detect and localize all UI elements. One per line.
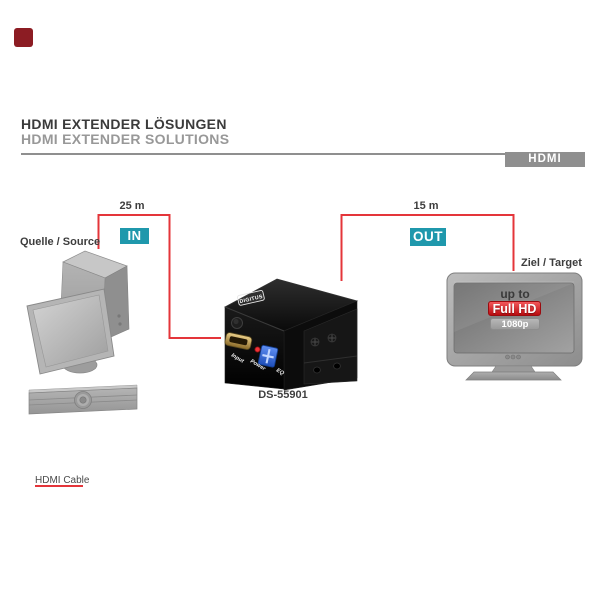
- in-badge: IN: [120, 228, 149, 244]
- legend-cable-label: HDMI Cable: [35, 475, 90, 486]
- hdmi-cable-in-line: [97, 214, 221, 339]
- in-cable-length-label: 25 m: [119, 200, 145, 212]
- hdmi-cable-out-line: [340, 214, 515, 281]
- source-computer-illustration: [26, 250, 138, 415]
- page-title-en: HDMI EXTENDER SOLUTIONS: [21, 131, 230, 147]
- out-badge: OUT: [410, 228, 446, 246]
- tv-upto-text: up to: [500, 287, 530, 301]
- tv-resolution-badge: 1080p: [490, 318, 540, 330]
- device-port-label-eq: EQ: [275, 368, 286, 378]
- out-cable-length-label: 15 m: [413, 200, 439, 212]
- legend-cable-line: [35, 485, 83, 487]
- tv-fullhd-badge: Full HD: [488, 301, 541, 316]
- brand-mark-icon: [14, 28, 33, 47]
- category-badge: HDMI: [505, 152, 585, 167]
- source-label: Quelle / Source: [20, 236, 101, 248]
- target-label: Ziel / Target: [521, 257, 582, 269]
- page-title-de: HDMI EXTENDER LÖSUNGEN: [21, 116, 227, 132]
- device-model-label: DS-55901: [258, 389, 308, 401]
- header-rule: [21, 153, 505, 155]
- extender-device-illustration: DIGITUS Input Power EQ: [224, 278, 359, 391]
- device-brand-text: DIGITUS: [239, 294, 263, 305]
- device-brand-logo: DIGITUS: [237, 290, 265, 306]
